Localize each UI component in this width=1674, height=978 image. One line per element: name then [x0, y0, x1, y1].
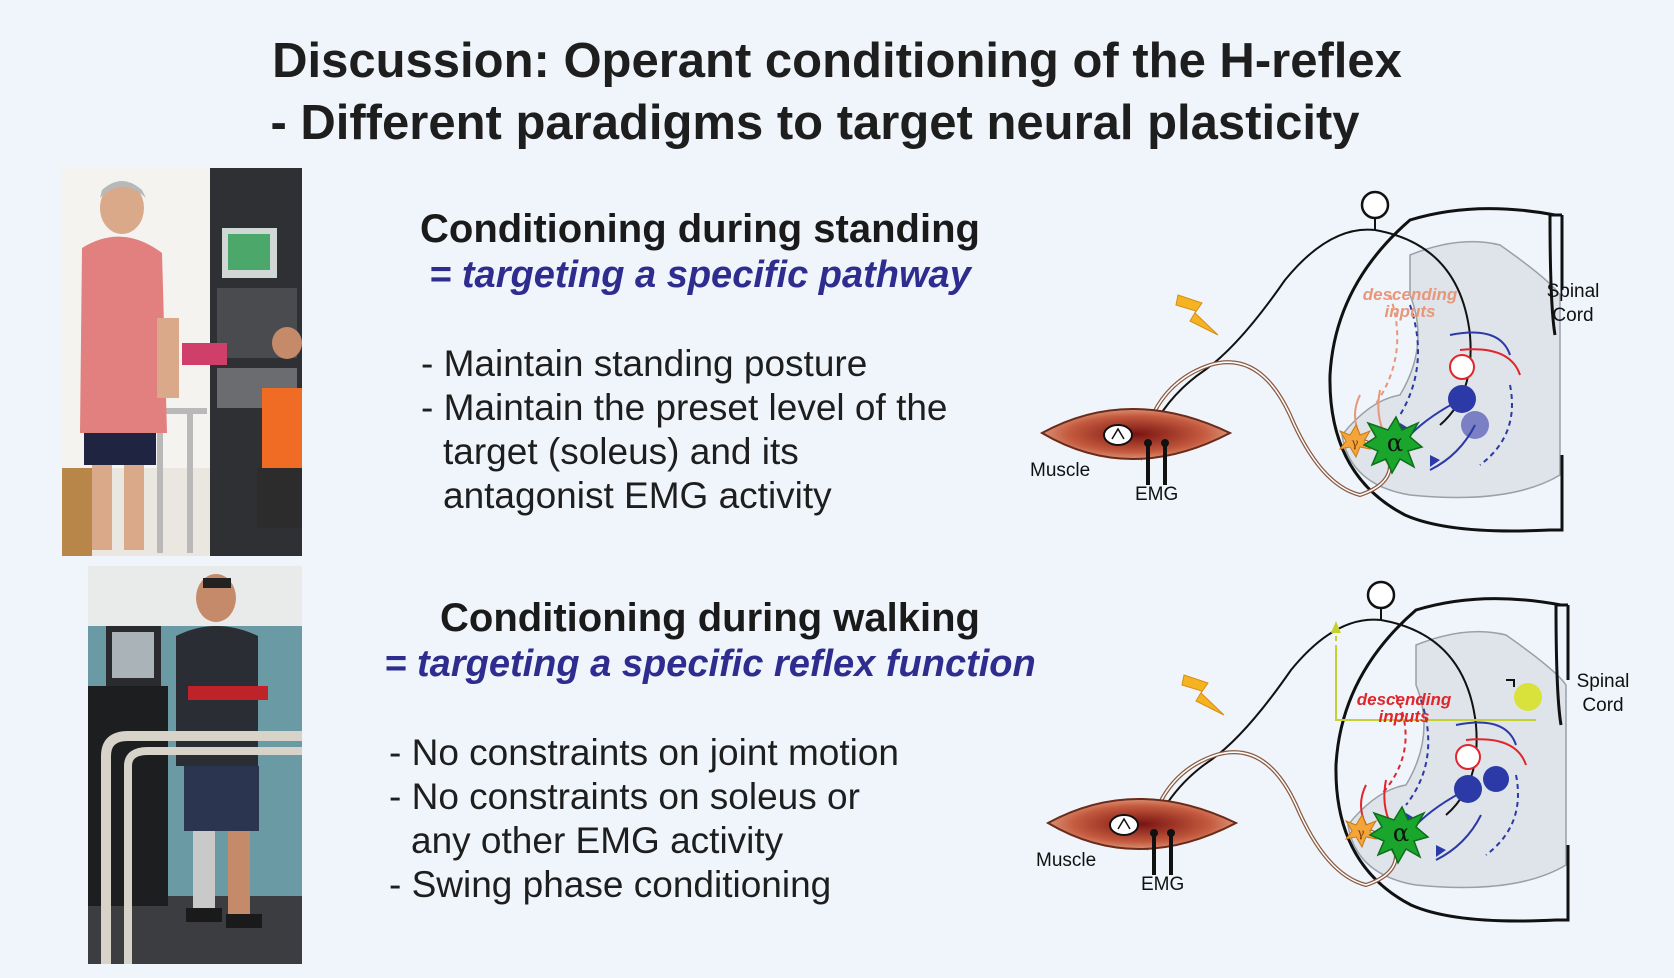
standing-subheading: = targeting a specific pathway	[429, 254, 971, 296]
title-line-2: - Different paradigms to target neural p…	[270, 96, 1360, 150]
standing-bullet-2-cont-2: antagonist EMG activity	[443, 475, 832, 516]
walking-bullet-1: - No constraints on joint motion	[389, 732, 900, 773]
emg-label: EMG	[1141, 874, 1184, 895]
standing-heading: Conditioning during standing	[420, 207, 980, 251]
descending-label: descending	[1357, 690, 1452, 709]
muscle-label: Muscle	[1030, 460, 1090, 481]
walking-heading: Conditioning during walking	[440, 596, 980, 640]
standing-bullet-2: - Maintain the preset level of the	[421, 387, 948, 428]
walking-bullets: - No constraints on joint motion - No co…	[389, 731, 899, 907]
spinal-label: Spinal	[1547, 281, 1600, 302]
cord-label: Cord	[1552, 305, 1593, 326]
gamma-symbol: γ	[1357, 826, 1364, 840]
title-line-1: Discussion: Operant conditioning of the …	[272, 34, 1402, 88]
standing-photo	[62, 168, 302, 556]
walking-bullet-3: - Swing phase conditioning	[389, 864, 832, 905]
gamma-symbol: γ	[1351, 436, 1358, 450]
walking-bullet-2-cont: any other EMG activity	[411, 820, 784, 861]
slide-title: Discussion: Operant conditioning of the …	[0, 30, 1674, 154]
cord-label: Cord	[1582, 695, 1623, 716]
reflex-diagram-walking: Muscle EMG Spinal Cord descending inputs…	[1036, 575, 1656, 940]
standing-bullets: - Maintain standing posture - Maintain t…	[421, 342, 948, 518]
alpha-symbol: α	[1387, 429, 1403, 457]
walking-photo	[88, 566, 302, 964]
spinal-label: Spinal	[1577, 671, 1630, 692]
walking-subheading: = targeting a specific reflex function	[384, 643, 1036, 685]
inputs-label: inputs	[1379, 707, 1430, 726]
emg-label: EMG	[1135, 484, 1178, 505]
reflex-diagram-standing: Muscle EMG Spinal Cord descending inputs…	[1030, 185, 1650, 550]
alpha-symbol: α	[1393, 819, 1409, 847]
inputs-label: inputs	[1385, 302, 1436, 321]
walking-bullet-2: - No constraints on soleus or	[389, 776, 860, 817]
standing-bullet-2-cont-1: target (soleus) and its	[443, 431, 799, 472]
standing-bullet-1: - Maintain standing posture	[421, 343, 868, 384]
descending-label: descending	[1363, 285, 1458, 304]
muscle-label: Muscle	[1036, 850, 1096, 871]
